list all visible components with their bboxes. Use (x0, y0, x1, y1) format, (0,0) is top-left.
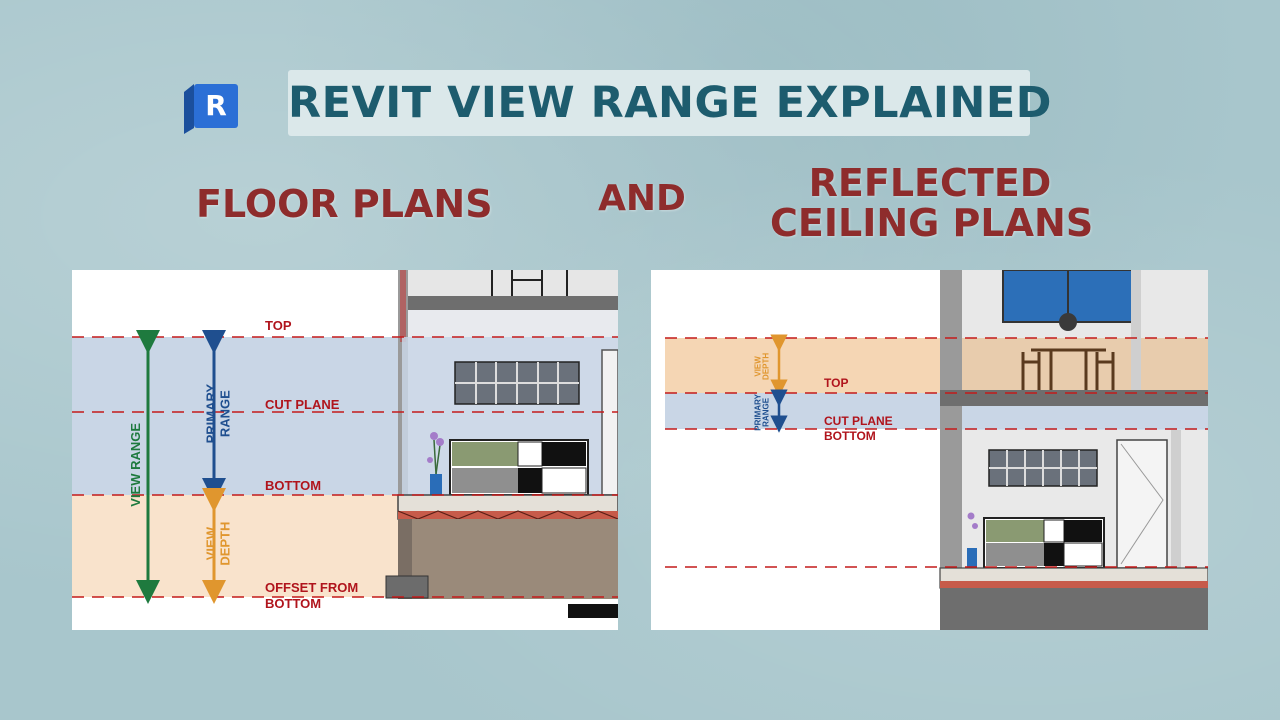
primary-range-label: PRIMARY RANGE (203, 364, 232, 464)
title-banner: REVIT VIEW RANGE EXPLAINED (288, 70, 1052, 136)
primary-range-label: PRIMARY RANGE (754, 384, 772, 440)
label-bottom: BOTTOM (824, 429, 876, 443)
label-top: TOP (824, 376, 849, 390)
view-depth-line1: VIEW (203, 527, 219, 561)
label-offset-from-bottom: OFFSET FROM BOTTOM (265, 580, 358, 613)
primary-range-band (72, 337, 402, 495)
label-top: TOP (265, 318, 292, 333)
heading-floor-plans: FLOOR PLANS (196, 182, 493, 226)
revit-logo-icon: R (180, 82, 240, 136)
page-title: REVIT VIEW RANGE EXPLAINED (288, 78, 1052, 128)
heading-reflected-ceiling-plans: REFLECTED CEILING PLANS (770, 161, 1094, 245)
primary-range-line1: PRIMARY (203, 383, 219, 444)
ceiling-plan-diagram: TOP CUT PLANE BOTTOM VIEW DEPTH PRIMARY … (651, 270, 1208, 630)
floor-plan-diagram: TOP CUT PLANE BOTTOM OFFSET FROM BOTTOM … (72, 270, 618, 630)
label-cut-plane: CUT PLANE (265, 397, 340, 412)
primary-range-line2: RANGE (762, 397, 771, 427)
view-depth-label: VIEW DEPTH (203, 494, 232, 594)
ceiling-plan-section-drawing (665, 270, 1208, 630)
label-bottom: BOTTOM (265, 478, 322, 493)
floor-plan-section-drawing (72, 270, 618, 618)
view-range-label: VIEW RANGE (128, 422, 144, 507)
primary-range-line2: RANGE (217, 390, 232, 438)
heading-and: AND (598, 178, 686, 219)
view-depth-line2: DEPTH (217, 521, 232, 566)
label-offset-line1: OFFSET FROM (265, 580, 359, 595)
label-offset-line2: BOTTOM (265, 596, 322, 612)
logo-letter: R (205, 89, 227, 122)
view-depth-band (72, 495, 402, 597)
heading-reflected-line2: CEILING PLANS (770, 200, 1094, 245)
heading-reflected-line1: REFLECTED (808, 161, 1052, 205)
label-cut-plane: CUT PLANE (824, 414, 893, 428)
